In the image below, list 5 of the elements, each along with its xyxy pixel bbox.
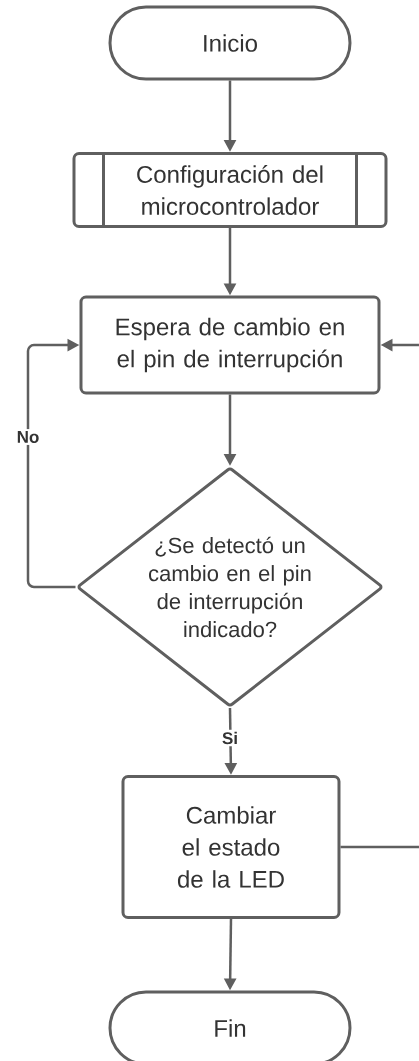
process-box: Cambiar el estado de la LED: [121, 775, 341, 919]
process-box: Espera de cambio en el pin de interrupción: [79, 295, 381, 395]
edge-label: No: [14, 429, 42, 445]
edge-label: Si: [219, 729, 241, 747]
subroutine-box: Configuración del microcontrolador: [72, 152, 388, 228]
